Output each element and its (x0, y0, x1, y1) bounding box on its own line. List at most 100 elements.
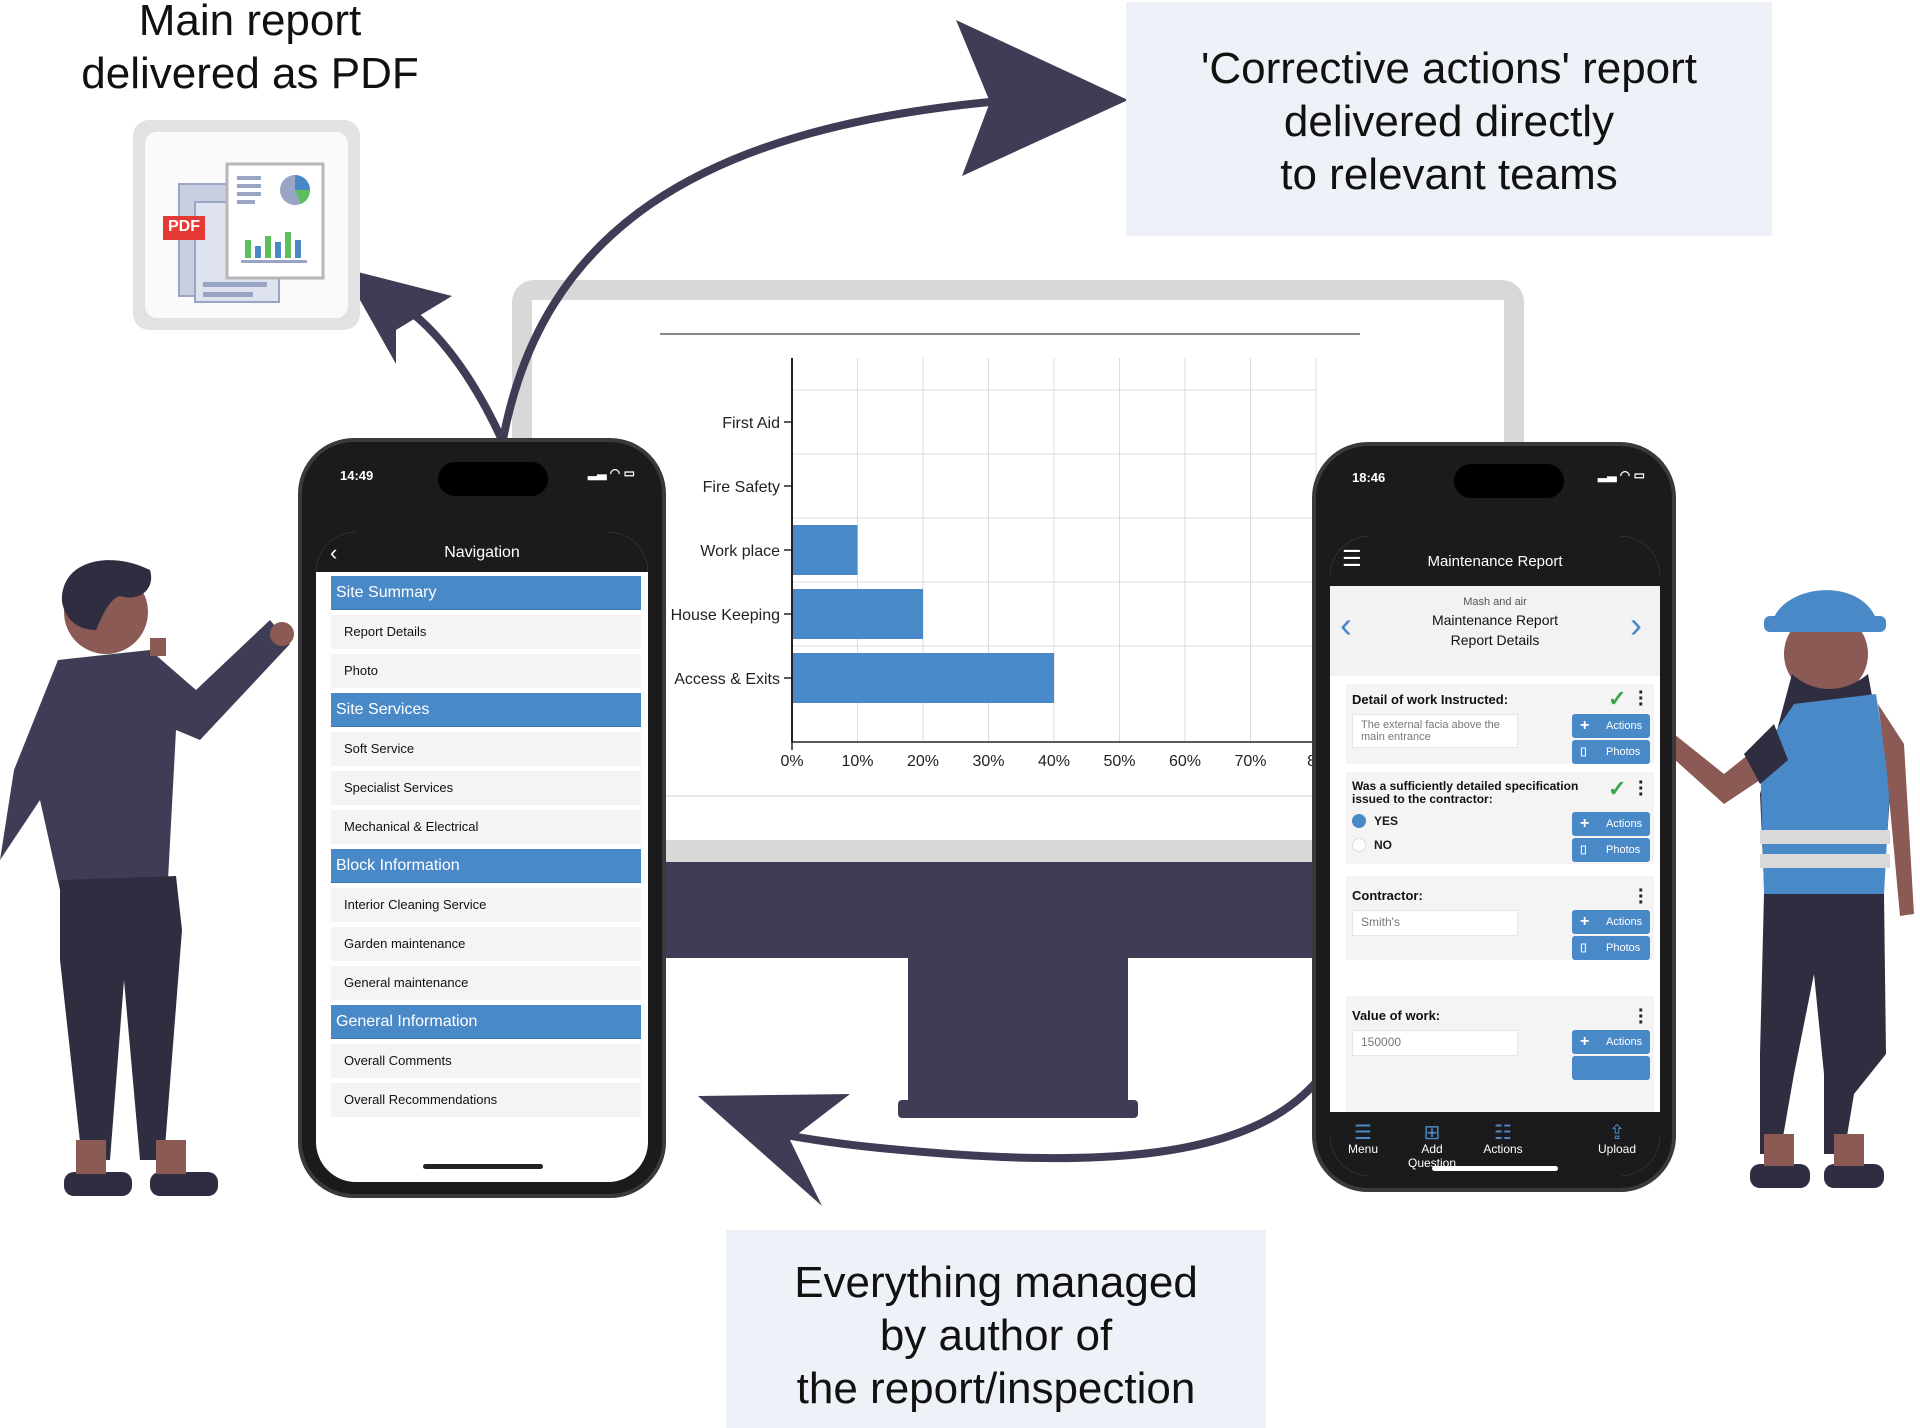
x-tick-label: 60% (1169, 753, 1201, 770)
x-tick-label: 70% (1234, 753, 1266, 770)
pdf-badge: PDF (168, 218, 200, 235)
navigation-screen: ‹ Navigation Site Summary Report Details… (316, 532, 648, 1182)
no-radio[interactable] (1352, 838, 1366, 852)
upload-icon: ⇪ (1608, 1122, 1626, 1144)
caption-managed-line-3: the report/inspection (796, 1364, 1196, 1413)
home-indicator (423, 1164, 543, 1169)
more-options-icon[interactable]: ··· (1638, 682, 1645, 716)
prev-chevron-icon[interactable]: ‹ (1340, 604, 1352, 645)
arrow-from-author (769, 1077, 1322, 1163)
add-question-icon: ⊞ (1423, 1122, 1441, 1144)
navigation-phone: 14:49 ▂▃ ◠ ▭ ‹ Navigation Site Summary R… (298, 438, 666, 1198)
photos-button[interactable]: ⌷Photos (1572, 740, 1650, 764)
x-tick-label: 20% (907, 753, 939, 770)
photos-button[interactable]: ⌷Photos (1572, 936, 1650, 960)
nav-section-block-information[interactable]: Block Information (331, 849, 641, 883)
detail-input[interactable]: The external facia above the main entran… (1352, 714, 1518, 748)
arrow-to-pdf-head (342, 268, 452, 364)
document-icon (163, 162, 325, 303)
navigation-list: Site Summary Report Details Photo Site S… (331, 576, 641, 1122)
bar (792, 589, 923, 639)
camera-icon: ⌷ (1580, 843, 1588, 857)
field-label: Contractor: (1352, 888, 1423, 903)
nav-section-site-summary[interactable]: Site Summary (331, 576, 641, 610)
field-detail-of-work: Detail of work Instructed: ✓ ··· The ext… (1346, 682, 1654, 764)
status-icons: ▂▃ ◠ ▭ (588, 466, 635, 480)
worker-illustration (1664, 590, 1914, 1188)
pdf-report-icon: PDF (133, 120, 360, 330)
maintenance-screen: ☰ Maintenance Report ‹ › Mash and air Ma… (1330, 536, 1660, 1176)
caption-corrective-line-3: to relevant teams (1280, 150, 1618, 199)
photos-button-partial[interactable] (1572, 1056, 1650, 1080)
nav-item-specialist-services[interactable]: Specialist Services (331, 771, 641, 805)
nav-item-soft-service[interactable]: Soft Service (331, 732, 641, 766)
toolbar-upload[interactable]: ⇪Upload (1594, 1120, 1640, 1156)
bottom-toolbar: ☰Menu ⊞Add Question ☷Actions ⇪Upload (1330, 1112, 1660, 1176)
more-options-icon[interactable]: ··· (1638, 880, 1645, 914)
caption-pdf-line-1: Main report (138, 0, 362, 45)
contractor-input[interactable]: Smith's (1352, 910, 1518, 936)
nav-item-general-maintenance[interactable]: General maintenance (331, 966, 641, 1000)
value-input[interactable]: 150000 (1352, 1030, 1518, 1056)
actions-button[interactable]: +Actions (1572, 812, 1650, 836)
caption-pdf: Main report delivered as PDF (60, 0, 440, 100)
next-chevron-icon[interactable]: › (1630, 604, 1642, 645)
caption-corrective-line-1: 'Corrective actions' report (1200, 44, 1698, 93)
camera-icon: ⌷ (1580, 941, 1588, 955)
field-specification: Was a sufficiently detailed specificatio… (1346, 772, 1654, 864)
plus-icon: + (1580, 1033, 1590, 1050)
home-indicator (1432, 1166, 1558, 1171)
actions-button[interactable]: +Actions (1572, 714, 1650, 738)
x-tick-label: 0% (780, 753, 803, 770)
monitor-stand-neck (908, 958, 1128, 1106)
nav-section-general-information[interactable]: General Information (331, 1005, 641, 1039)
arrow-from-author-head (698, 1094, 850, 1206)
caption-corrective-line-2: delivered directly (1283, 97, 1615, 146)
caption-managed-line-1: Everything managed (794, 1258, 1198, 1307)
more-options-icon[interactable]: ··· (1638, 1000, 1645, 1034)
field-value-of-work: Value of work: ··· 150000 +Actions (1346, 996, 1654, 1112)
actions-button[interactable]: +Actions (1572, 910, 1650, 934)
check-icon: ✓ (1608, 686, 1627, 711)
nav-item-interior-cleaning[interactable]: Interior Cleaning Service (331, 888, 641, 922)
actions-button[interactable]: +Actions (1572, 1030, 1650, 1054)
report-section: Report Details (1450, 632, 1540, 648)
report-subheader: ‹ › Mash and air Maintenance Report Repo… (1330, 586, 1660, 676)
status-icons: ▂▃ ◠ ▭ (1598, 468, 1645, 482)
dynamic-island (438, 462, 548, 496)
y-tick-label: Fire Safety (703, 479, 780, 496)
nav-item-report-details[interactable]: Report Details (331, 615, 641, 649)
nav-section-site-services[interactable]: Site Services (331, 693, 641, 727)
nav-item-garden-maintenance[interactable]: Garden maintenance (331, 927, 641, 961)
nav-item-mechanical-electrical[interactable]: Mechanical & Electrical (331, 810, 641, 844)
nav-item-overall-comments[interactable]: Overall Comments (331, 1044, 641, 1078)
caption-managed-line-2: by author of (879, 1311, 1113, 1360)
menu-list-icon[interactable]: ☰ (1342, 546, 1362, 571)
field-label: Detail of work Instructed: (1352, 692, 1509, 707)
back-chevron-icon[interactable]: ‹ (330, 540, 338, 565)
arrow-to-corrective-head (956, 20, 1128, 176)
more-options-icon[interactable]: ··· (1638, 772, 1645, 806)
field-contractor: Contractor: ··· Smith's +Actions ⌷Photos (1346, 876, 1654, 960)
bar (792, 653, 1054, 703)
plus-icon: + (1580, 913, 1590, 930)
toolbar-menu[interactable]: ☰Menu (1344, 1120, 1382, 1156)
plus-icon: + (1580, 717, 1590, 734)
no-label: NO (1374, 838, 1392, 852)
yes-radio[interactable] (1352, 814, 1366, 828)
toolbar-actions[interactable]: ☷Actions (1480, 1120, 1526, 1156)
monitor-stand-base (898, 1100, 1138, 1118)
photos-button[interactable]: ⌷Photos (1572, 838, 1650, 862)
maintenance-title: Maintenance Report (1427, 553, 1563, 570)
dynamic-island (1454, 464, 1564, 498)
report-type: Maintenance Report (1431, 612, 1559, 628)
check-icon: ✓ (1608, 776, 1627, 801)
toolbar-add-question[interactable]: ⊞Add Question (1396, 1120, 1468, 1170)
nav-item-photo[interactable]: Photo (331, 654, 641, 688)
nav-item-overall-recommendations[interactable]: Overall Recommendations (331, 1083, 641, 1117)
arrow-to-corrective (498, 98, 991, 446)
navigation-header: ‹ Navigation (316, 532, 648, 572)
